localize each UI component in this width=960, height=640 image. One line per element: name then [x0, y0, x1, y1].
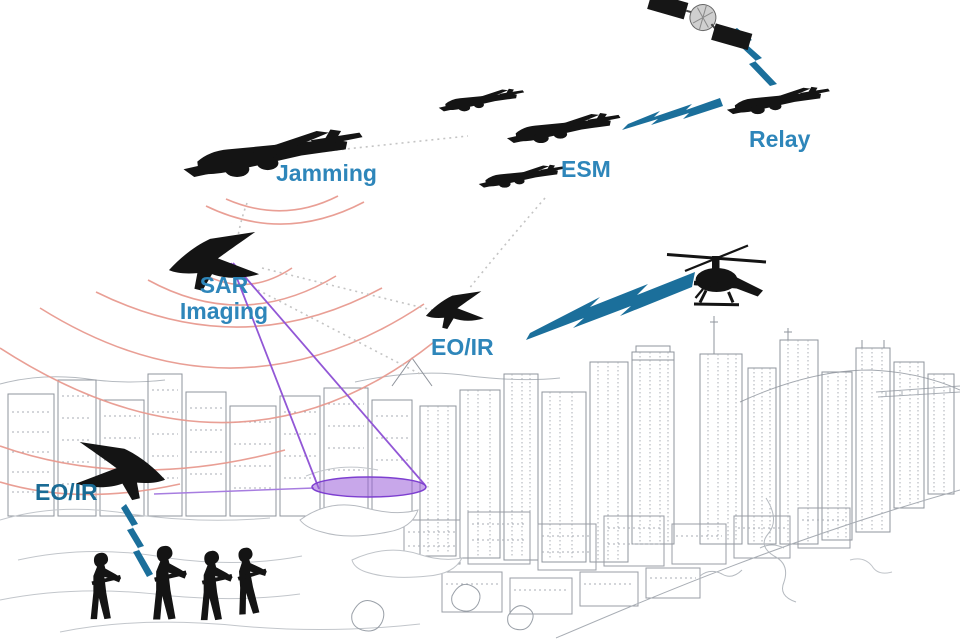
- helicopter-icon: [666, 244, 767, 307]
- sensor-footprint-icon: [311, 476, 427, 498]
- jamming-label: Jamming: [276, 160, 377, 186]
- esm-aircraft-icon: [478, 164, 566, 188]
- sar-label-line2: Imaging: [179, 298, 269, 324]
- eoir-uav-icon: [425, 291, 484, 330]
- soldier-icon: [234, 546, 270, 615]
- satellite-icon: [647, 0, 753, 51]
- esm-aircraft-icon: [506, 112, 621, 144]
- eoir-ground-label: EO/IR: [35, 479, 98, 505]
- sar-imaging-label: SAR Imaging: [168, 272, 280, 324]
- lightning-bolt-icon: [526, 272, 695, 340]
- esm-aircraft-icon: [438, 88, 525, 112]
- jamming-waves-icon: [0, 195, 435, 496]
- sar-label-line1: SAR: [199, 272, 249, 298]
- sensor-beam-icon: [153, 262, 426, 495]
- soldier-icon: [153, 545, 187, 620]
- soldier-icon: [90, 552, 121, 620]
- lightning-bolt-icon: [730, 28, 777, 86]
- relay-aircraft-icon: [726, 86, 830, 115]
- soldier-icon: [200, 550, 233, 621]
- esm-label: ESM: [561, 156, 611, 182]
- lightning-bolt-icon: [622, 98, 723, 130]
- eoir-air-label: EO/IR: [431, 334, 494, 360]
- relay-label: Relay: [749, 126, 811, 152]
- lightning-bolt-icon: [121, 504, 153, 577]
